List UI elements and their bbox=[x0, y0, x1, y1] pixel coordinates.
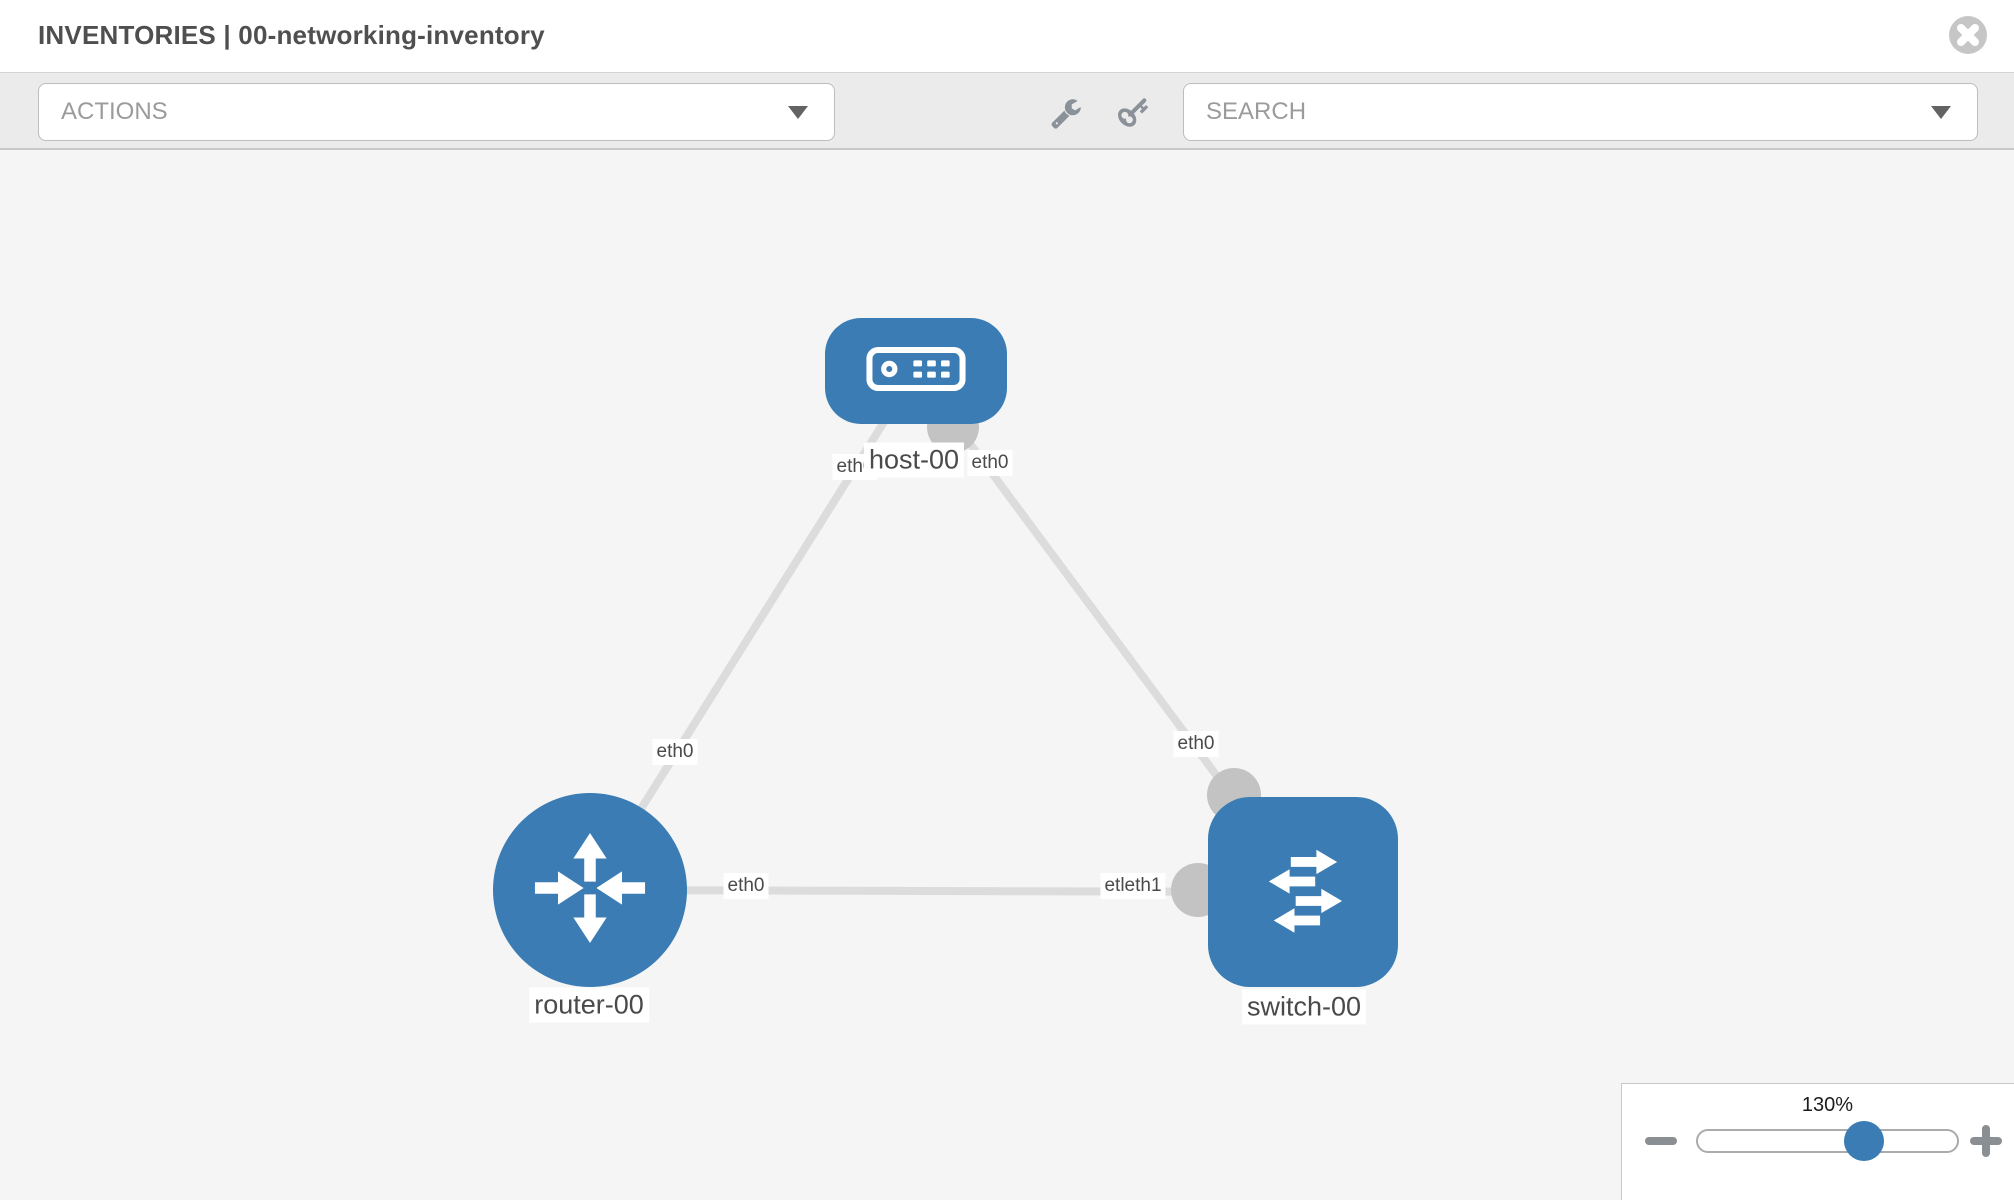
node-switch-00[interactable] bbox=[1208, 797, 1398, 987]
close-icon bbox=[1948, 16, 1988, 58]
iface-label: etleth1 bbox=[1100, 873, 1166, 899]
links-layer bbox=[586, 368, 1307, 917]
actions-dropdown[interactable]: ACTIONS bbox=[38, 83, 835, 141]
node-label-switch: switch-00 bbox=[1241, 989, 1367, 1025]
node-label-host: host-00 bbox=[863, 442, 965, 478]
zoom-in-button[interactable] bbox=[1968, 1123, 2004, 1159]
caret-down-icon bbox=[1931, 106, 1951, 119]
configure-button[interactable] bbox=[1049, 97, 1083, 129]
zoom-slider-track[interactable] bbox=[1696, 1129, 1959, 1153]
search-dropdown-label: SEARCH bbox=[1206, 98, 1307, 125]
zoom-panel: 130% bbox=[1621, 1083, 2014, 1200]
search-dropdown[interactable]: SEARCH bbox=[1183, 83, 1978, 141]
close-button[interactable] bbox=[1948, 15, 1988, 55]
router-arrows-icon bbox=[526, 824, 654, 957]
node-host-00[interactable] bbox=[825, 318, 1007, 424]
server-icon bbox=[864, 344, 968, 399]
zoom-out-button[interactable] bbox=[1643, 1123, 1679, 1159]
switch-arrows-icon bbox=[1242, 829, 1364, 956]
page-title: INVENTORIES | 00-networking-inventory bbox=[38, 20, 545, 50]
node-router-00[interactable] bbox=[493, 793, 687, 987]
iface-label: eth0 bbox=[652, 739, 698, 765]
header: INVENTORIES | 00-networking-inventory bbox=[0, 0, 2014, 72]
zoom-level-value: 130% bbox=[1801, 1094, 1854, 1116]
minus-icon bbox=[1643, 1137, 1679, 1162]
toolbar: ACTIONS SEARCH bbox=[0, 72, 2014, 150]
actions-dropdown-label: ACTIONS bbox=[61, 98, 168, 125]
iface-label: eth0 bbox=[1173, 731, 1219, 757]
topology-canvas[interactable]: eth0 eth0 eth0 eth0 eth0 etleth1 host-00… bbox=[0, 150, 2014, 1200]
key-icon bbox=[1118, 98, 1150, 132]
iface-label: eth0 bbox=[967, 450, 1013, 476]
caret-down-icon bbox=[788, 106, 808, 119]
iface-label: eth0 bbox=[723, 873, 769, 899]
credentials-button[interactable] bbox=[1117, 97, 1151, 129]
plus-icon bbox=[1968, 1125, 2004, 1162]
wrench-icon bbox=[1050, 99, 1082, 132]
node-label-router: router-00 bbox=[529, 987, 649, 1023]
zoom-slider-thumb[interactable] bbox=[1844, 1121, 1884, 1161]
